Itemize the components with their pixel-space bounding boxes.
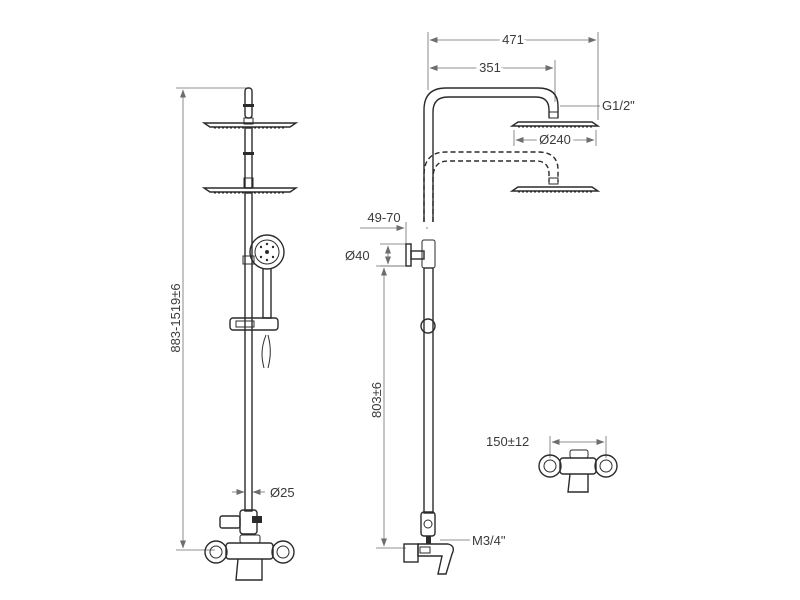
front-diverter-valve <box>219 509 262 535</box>
front-hand-shower <box>249 234 285 369</box>
head-thread-dimension: G1/2" <box>560 98 635 113</box>
head-diameter-label: Ø240 <box>539 132 571 147</box>
side-mixer-body <box>403 543 455 575</box>
overall-width-dimension: 471 <box>427 29 599 120</box>
pipe-diameter-dimension: Ø25 <box>232 485 295 500</box>
total-height-dimension: 883-1519±6 <box>168 87 246 551</box>
inlet-spacing-dimension: 150±12 <box>486 434 607 458</box>
bracket-diameter-dimension: Ø40 <box>345 243 412 267</box>
front-view: 883-1519±6 <box>168 87 299 581</box>
side-riser-pipe <box>405 239 436 514</box>
mixer-detail-view <box>538 449 618 493</box>
side-view: 471 351 G1/2" Ø240 <box>345 29 635 575</box>
head-diameter-dimension: Ø240 <box>513 129 597 150</box>
side-shower-arm-lowered <box>423 151 601 222</box>
inlet-thread-label: M3/4" <box>472 533 506 548</box>
side-diverter-valve <box>420 511 436 544</box>
side-shower-head-upper <box>509 121 601 128</box>
bracket-offset-dimension: 49-70 <box>360 210 428 246</box>
mount-height-dimension: 803±6 <box>369 265 406 549</box>
bracket-offset-label: 49-70 <box>367 210 400 225</box>
mount-height-label: 803±6 <box>369 382 384 418</box>
bracket-diameter-label: Ø40 <box>345 248 370 263</box>
inlet-spacing-label: 150±12 <box>486 434 529 449</box>
front-shower-arm <box>243 87 254 125</box>
inlet-thread-dimension: M3/4" <box>440 533 506 548</box>
arm-length-dimension: 351 <box>429 57 556 102</box>
side-shower-arm <box>423 87 559 222</box>
overall-width-label: 471 <box>502 32 524 47</box>
front-riser-pipe <box>242 127 255 512</box>
front-mixer-body <box>204 534 295 581</box>
total-height-label: 883-1519±6 <box>168 283 183 352</box>
front-shower-head-lower <box>201 177 299 194</box>
pipe-diameter-label: Ø25 <box>270 485 295 500</box>
arm-length-label: 351 <box>479 60 501 75</box>
head-thread-label: G1/2" <box>602 98 635 113</box>
front-slider-bracket <box>229 317 279 331</box>
